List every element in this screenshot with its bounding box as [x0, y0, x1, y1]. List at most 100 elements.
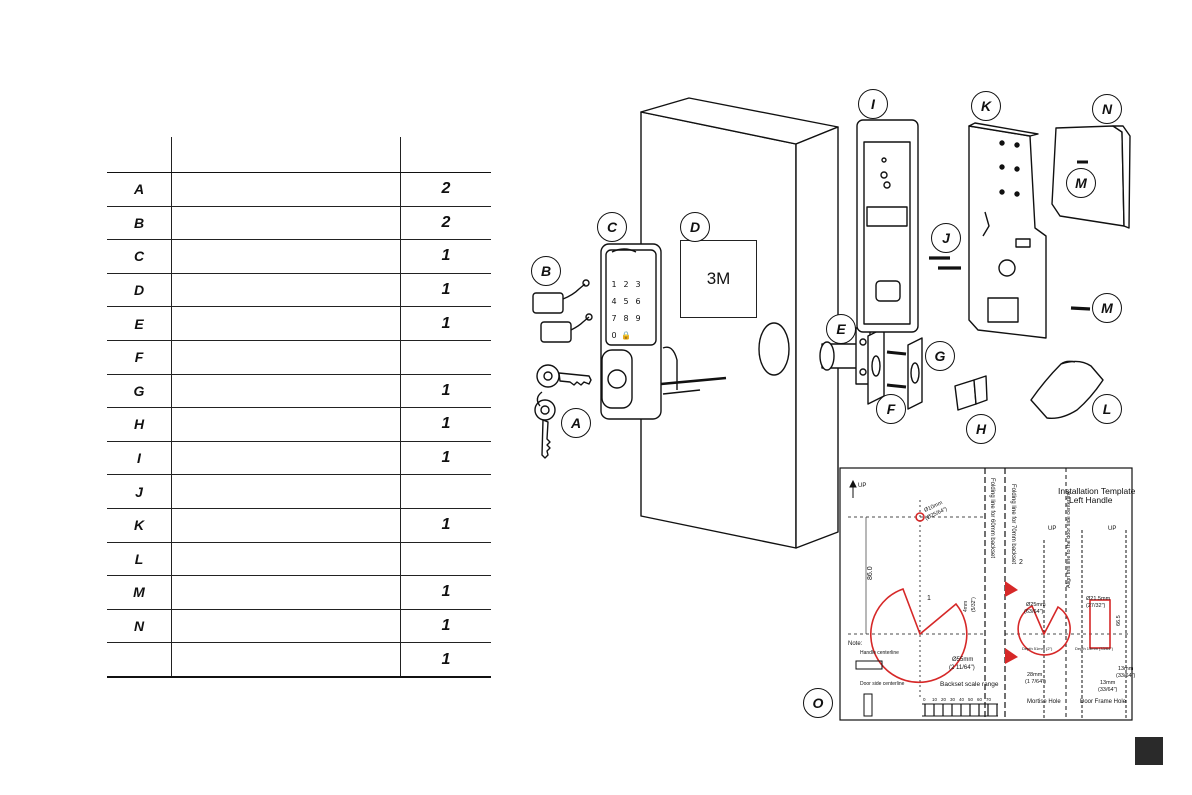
part-quantity: 1: [400, 306, 491, 341]
keypad-key: 1: [611, 280, 617, 289]
part-key: F: [107, 340, 172, 375]
callout-n: N: [1092, 94, 1122, 124]
part-description: [171, 407, 401, 442]
part-key: J: [107, 474, 172, 509]
mounting-plate: [968, 125, 1047, 339]
scale-tick-label: 30: [950, 697, 956, 702]
keypad-key: 6: [635, 297, 641, 306]
part-key: N: [107, 609, 172, 644]
part-key: D: [107, 273, 172, 308]
part-quantity: 2: [400, 206, 491, 241]
callout-i: I: [858, 89, 888, 119]
adhesive-pad: 3M: [680, 240, 757, 318]
callout-h: H: [966, 414, 996, 444]
big-bore-hole: [870, 587, 968, 684]
part-key: I: [107, 441, 172, 476]
strike-box: [954, 379, 977, 411]
adhesive-label: 3M: [706, 269, 731, 288]
part-key: K: [107, 508, 172, 543]
dim-mortise-w-2: (1 7/64"): [1025, 679, 1046, 685]
part-description: [171, 374, 401, 409]
part-description: [171, 273, 401, 308]
door-bore-hole: [758, 322, 790, 376]
part-quantity: 1: [400, 273, 491, 308]
keypad-key: 8: [623, 314, 629, 323]
note-title: Note:: [848, 641, 863, 647]
callout-c: C: [597, 212, 627, 242]
part-description: [171, 306, 401, 341]
template-up-2: UP: [1048, 526, 1056, 532]
part-quantity: 1: [400, 239, 491, 274]
scale-tick-label: 40: [959, 697, 965, 702]
part-description: [171, 239, 401, 274]
strike-plate-g: [907, 337, 923, 410]
part-description: [171, 172, 401, 207]
callout-f: F: [876, 394, 906, 424]
dim-frame-h: 66.5: [1116, 615, 1122, 626]
keypad-key: 2: [623, 280, 629, 289]
table-row: F: [107, 340, 491, 375]
dim-mortise-2: (63/64"): [1024, 609, 1044, 615]
keypad-key: 0: [611, 331, 617, 340]
callout-o: O: [803, 688, 833, 718]
depth-frame: Depth 13mm (33/64"): [1075, 646, 1114, 651]
dim-vertical: 86.0: [867, 566, 874, 580]
part-description: [171, 642, 401, 678]
part-quantity: [400, 340, 491, 375]
template-subtitle: Left Handle: [1069, 495, 1113, 505]
part-description: [171, 474, 401, 509]
callout-j: J: [931, 223, 961, 253]
part-key: E: [107, 306, 172, 341]
part-quantity: 1: [400, 609, 491, 644]
scale-tick-label: 10: [932, 697, 938, 702]
dim-frame-w-2: (33/64"): [1116, 673, 1136, 679]
dim-frame-s-1: 13mm: [1100, 680, 1116, 686]
part-quantity: 1: [400, 508, 491, 543]
page-number-box: [1135, 737, 1163, 765]
dim-frame-w-1: 13mm: [1118, 666, 1134, 672]
part-description: [171, 340, 401, 375]
template-title: Installation Template: [1058, 486, 1136, 496]
callout-g: G: [925, 341, 955, 371]
header-description: [171, 137, 401, 173]
dim-frame-1: Ø21.5mm: [1086, 596, 1111, 602]
mortise-hole-label: Mortise Hole: [1027, 699, 1061, 705]
align-line-text: Align this line to the door side centerl…: [1066, 491, 1072, 588]
callout-m-side: M: [1092, 293, 1122, 323]
scale-tick-label: 20: [941, 697, 947, 702]
battery-pack: [1030, 360, 1104, 420]
scale-tick-label: 0: [923, 697, 926, 702]
header-key: [107, 137, 172, 173]
part-key: A: [107, 172, 172, 207]
part-description: [171, 508, 401, 543]
table-row: 1: [107, 642, 491, 678]
dim-offset-1: 4mm: [963, 601, 969, 612]
keypad-key: 7: [611, 314, 617, 323]
callout-m-top: M: [1066, 168, 1096, 198]
keypad-key: 3: [635, 280, 641, 289]
rfid-card-2: [540, 321, 572, 343]
folding-line-70: Folding line for 70mm backset: [1010, 484, 1016, 564]
door-frame-hole-label: Door Frame Hole: [1080, 699, 1127, 705]
part-quantity: 2: [400, 172, 491, 207]
keypad-key: 4: [611, 297, 617, 306]
note-2: Door side centerline: [860, 681, 905, 687]
marker-1: 1: [927, 595, 931, 602]
dim-big-hole-2: (2 11/64"): [949, 665, 975, 671]
part-quantity: 1: [400, 407, 491, 442]
part-key: B: [107, 206, 172, 241]
callout-e: E: [826, 314, 856, 344]
part-description: [171, 206, 401, 241]
scale-tick-label: 50: [968, 697, 974, 702]
part-key: G: [107, 374, 172, 409]
keypad-key: 5: [623, 297, 629, 306]
